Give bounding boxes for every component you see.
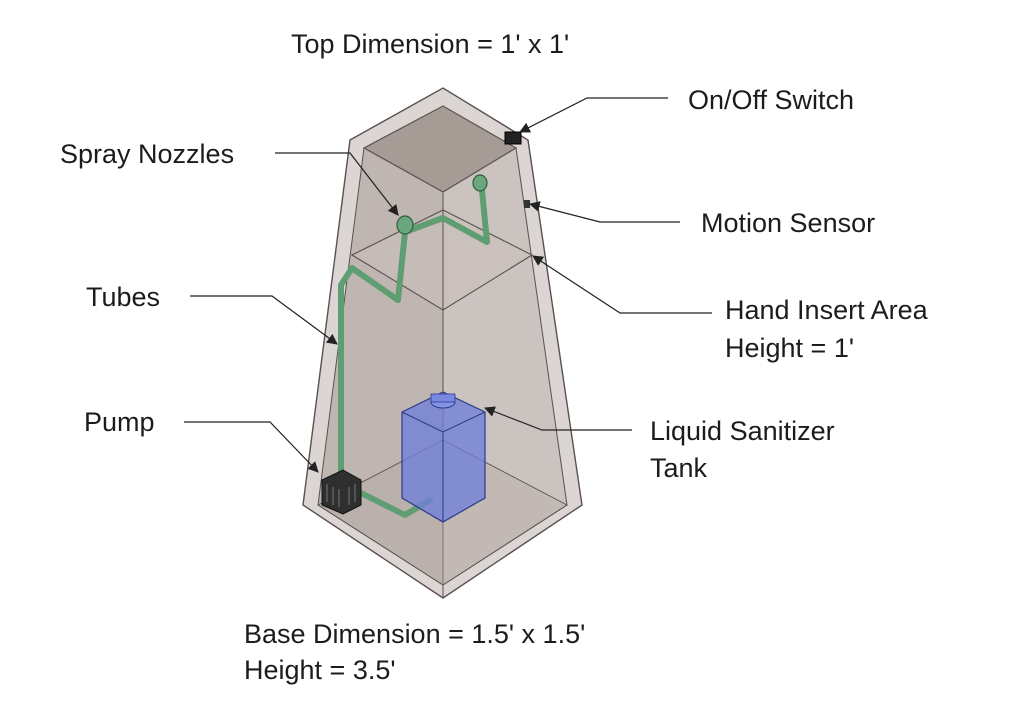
leader-lines	[184, 97, 712, 473]
base-height-label: Height = 3.5'	[244, 655, 396, 685]
on-off-switch-illustration	[504, 131, 522, 145]
leader-tubes	[190, 295, 338, 345]
top-dimension-label: Top Dimension = 1' x 1'	[291, 29, 570, 59]
motion-sensor-illustration	[524, 200, 530, 208]
leader-spray-nozzles	[275, 152, 399, 216]
leader-pump	[184, 421, 319, 473]
leader-liquid-sanitizer-tank	[483, 406, 632, 431]
spray-nozzles-label: Spray Nozzles	[60, 139, 235, 169]
liquid-sanitizer-tank-label: Tank	[650, 453, 708, 483]
liquid-sanitizer-label: Liquid Sanitizer	[650, 416, 835, 446]
sanitizer-tank-illustration	[401, 391, 486, 523]
leader-hand-insert-area	[532, 255, 712, 314]
pump-label: Pump	[84, 407, 155, 437]
on-off-switch-label: On/Off Switch	[688, 85, 855, 115]
leader-on-off-switch	[519, 97, 668, 133]
pump-illustration	[321, 469, 362, 515]
tubes-label: Tubes	[86, 282, 161, 312]
leader-motion-sensor	[528, 201, 680, 223]
base-dimension-label: Base Dimension = 1.5' x 1.5'	[244, 619, 586, 649]
motion-sensor-label: Motion Sensor	[701, 208, 876, 238]
spray-nozzles-illustration	[396, 174, 488, 235]
hand-insert-height-label: Height = 1'	[725, 333, 854, 363]
hand-insert-area-label: Hand Insert Area	[725, 295, 928, 325]
